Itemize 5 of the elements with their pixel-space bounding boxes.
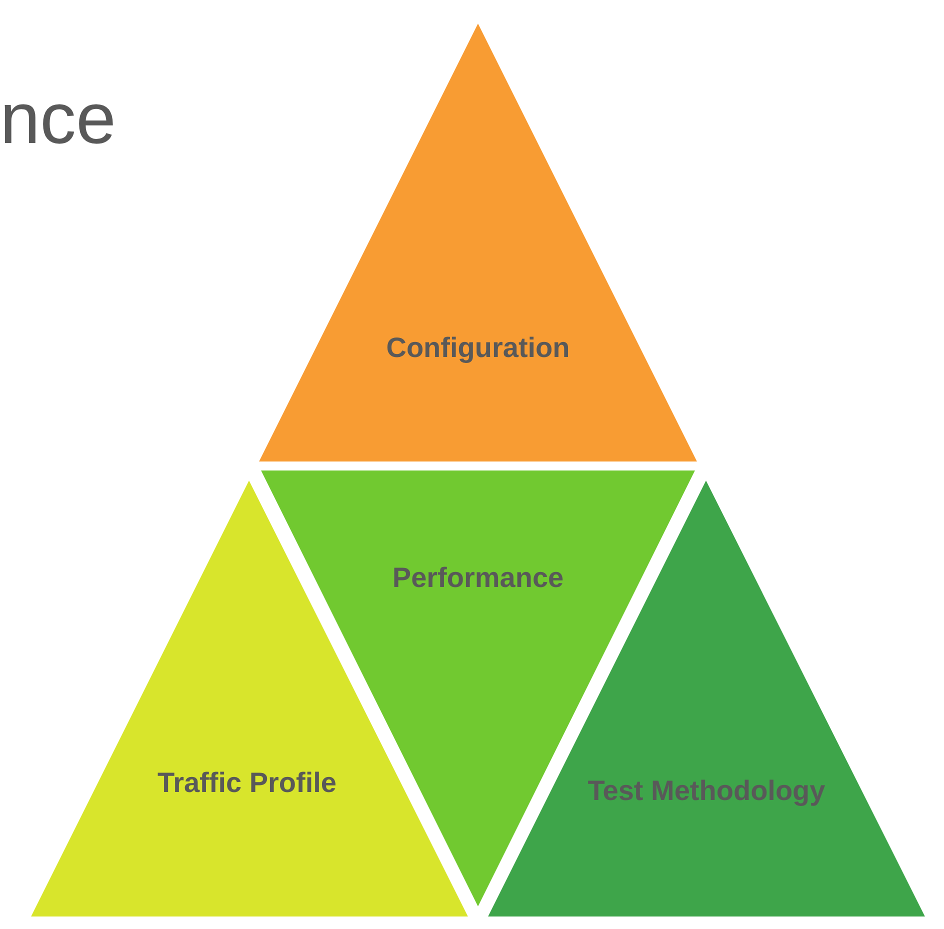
segment-label: Configuration [385, 331, 571, 365]
segment-label: Test Methodology [586, 774, 826, 808]
segment-label: Performance [391, 561, 565, 595]
segment-label: Traffic Profile [156, 766, 338, 800]
title-text: nce [0, 78, 116, 160]
